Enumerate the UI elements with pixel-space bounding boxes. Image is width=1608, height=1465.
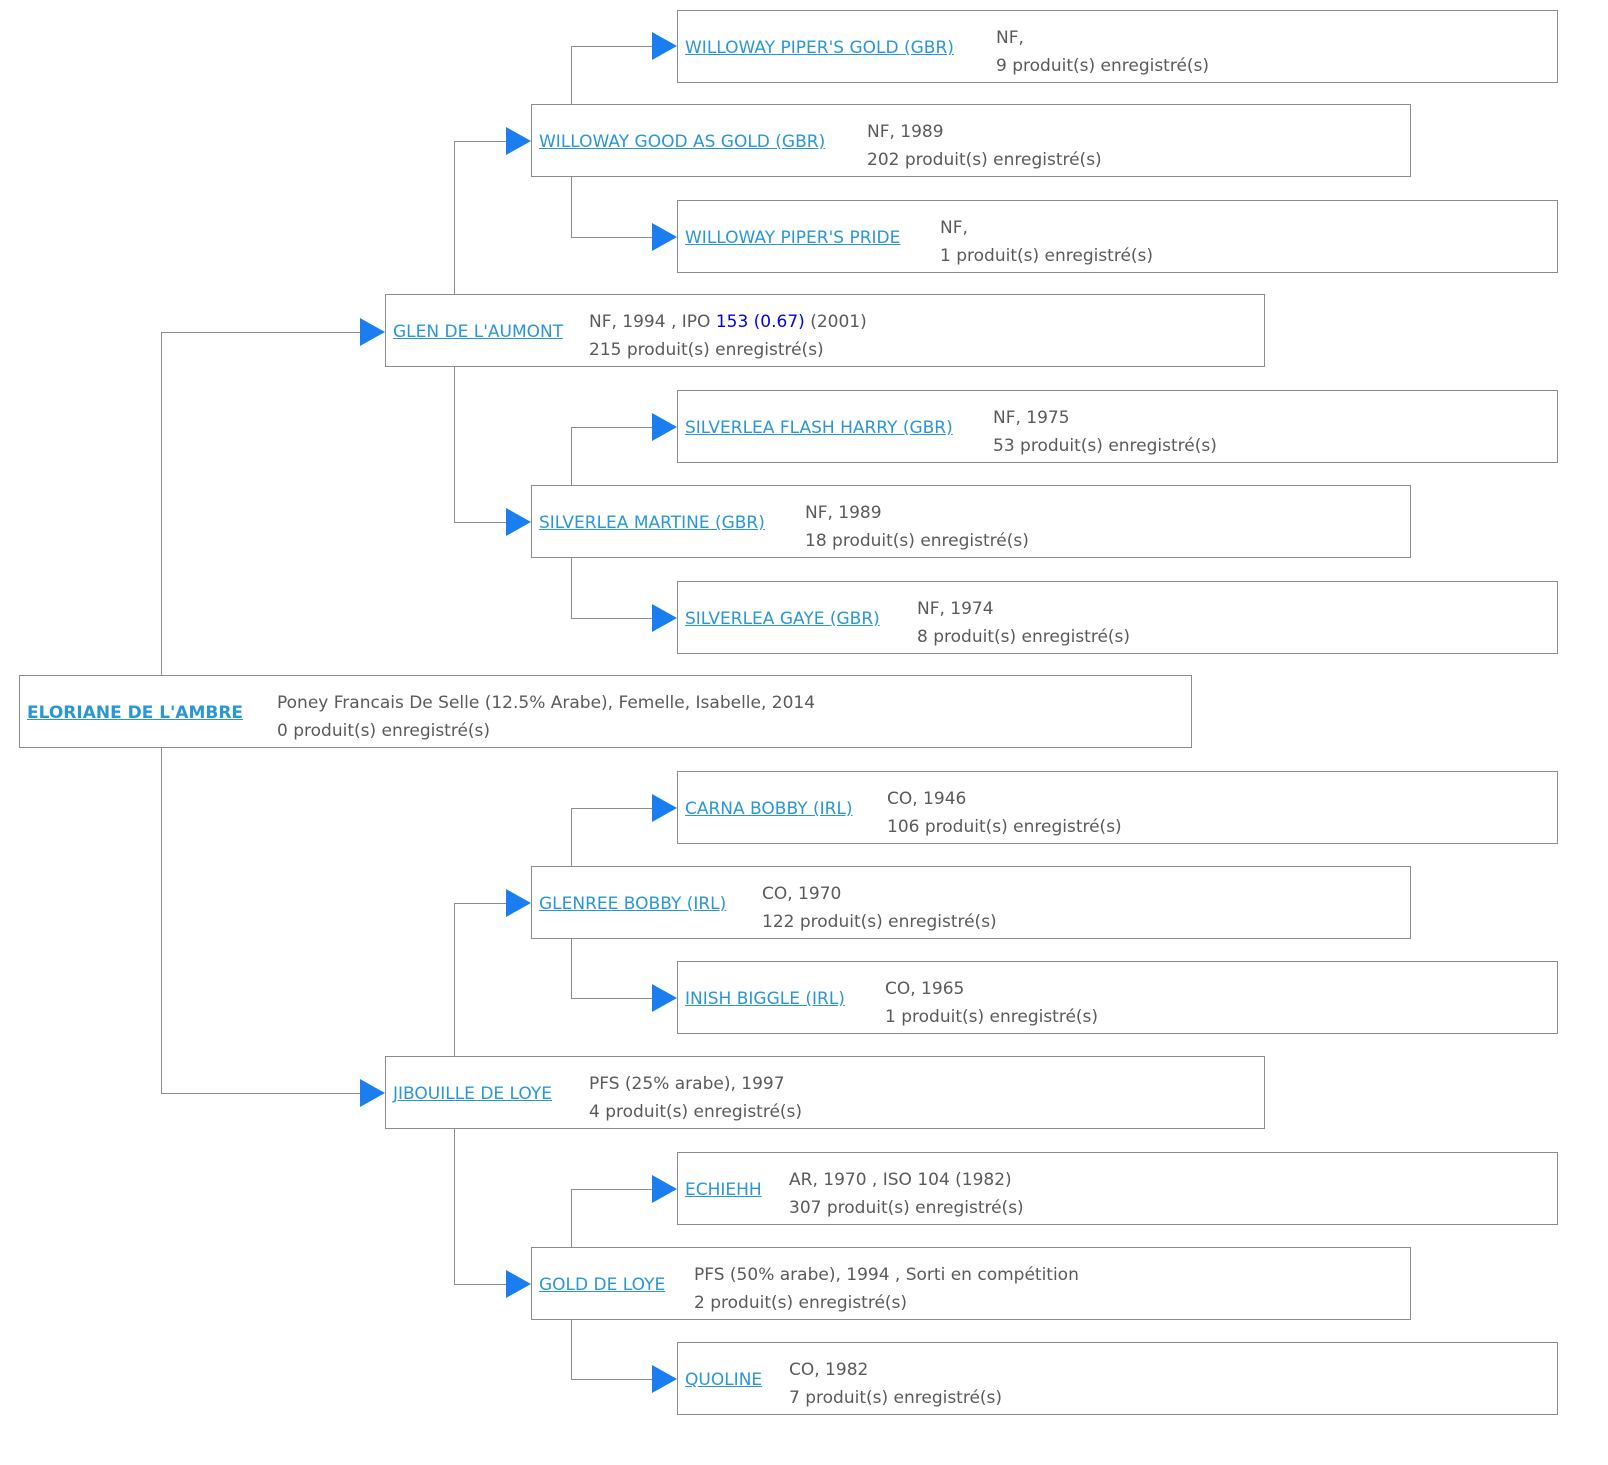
horse-link[interactable]: SILVERLEA FLASH HARRY (GBR) <box>685 418 953 438</box>
arrow-icon <box>652 604 677 632</box>
arrow-icon <box>652 223 677 251</box>
horse-info: Poney Francais De Selle (12.5% Arabe), F… <box>277 693 816 741</box>
horse-link[interactable]: GLEN DE L'AUMONT <box>393 322 564 342</box>
horse-link[interactable]: ECHIEHH <box>685 1180 762 1200</box>
horse-link[interactable]: WILLOWAY PIPER'S GOLD (GBR) <box>685 38 954 58</box>
connector-dam-sire <box>454 903 506 1056</box>
arrow-icon <box>360 1079 385 1107</box>
horse-link[interactable]: ELORIANE DE L'AMBRE <box>27 703 244 723</box>
arrow-icon <box>506 889 531 917</box>
connector-dam-dam <box>454 1129 506 1285</box>
horse-link[interactable]: GOLD DE LOYE <box>539 1275 666 1295</box>
connector-gs3-dam <box>571 939 652 999</box>
arrow-icon <box>652 794 677 822</box>
horse-link[interactable]: SILVERLEA MARTINE (GBR) <box>539 513 765 533</box>
horse-info: CO, 1946 106 produit(s) enregistré(s) <box>887 789 1122 837</box>
horse-info: NF, 1994 , IPO 153 (0.67) (2001) 215 pro… <box>589 312 867 360</box>
pedigree-box-sire-dam: SILVERLEA MARTINE (GBR) NF, 1989 18 prod… <box>531 485 1411 558</box>
arrow-icon <box>360 318 385 346</box>
pedigree-box-sire-sire: WILLOWAY GOOD AS GOLD (GBR) NF, 1989 202… <box>531 104 1411 177</box>
horse-link[interactable]: WILLOWAY GOOD AS GOLD (GBR) <box>539 132 826 152</box>
connector-gs4-dam <box>571 1320 652 1380</box>
connector-gs1-dam <box>571 177 652 238</box>
horse-info: NF, 1 produit(s) enregistré(s) <box>940 218 1154 266</box>
arrow-icon <box>652 413 677 441</box>
pedigree-box-dam-sire: GLENREE BOBBY (IRL) CO, 1970 122 produit… <box>531 866 1411 939</box>
pedigree-box-dam: JIBOUILLE DE LOYE PFS (25% arabe), 1997 … <box>385 1056 1265 1129</box>
pedigree-box-dam-sire-dam: INISH BIGGLE (IRL) CO, 1965 1 produit(s)… <box>677 961 1558 1034</box>
horse-info: NF, 1975 53 produit(s) enregistré(s) <box>993 408 1217 456</box>
ipo-value: 153 (0.67) <box>715 312 805 332</box>
connector-gs2-dam <box>571 558 652 619</box>
horse-info: NF, 1989 18 produit(s) enregistré(s) <box>805 503 1029 551</box>
arrow-icon <box>506 1270 531 1298</box>
pedigree-box-sire-dam-dam: SILVERLEA GAYE (GBR) NF, 1974 8 produit(… <box>677 581 1558 654</box>
horse-link[interactable]: JIBOUILLE DE LOYE <box>393 1084 552 1104</box>
pedigree-box-sire-dam-sire: SILVERLEA FLASH HARRY (GBR) NF, 1975 53 … <box>677 390 1558 463</box>
arrow-icon <box>506 508 531 536</box>
connector-gs3-sire <box>571 808 652 866</box>
arrow-icon <box>652 1175 677 1203</box>
connector-gs4-sire <box>571 1189 652 1247</box>
connector-root-dam <box>161 748 360 1094</box>
pedigree-box-dam-sire-sire: CARNA BOBBY (IRL) CO, 1946 106 produit(s… <box>677 771 1558 844</box>
horse-info: PFS (25% arabe), 1997 4 produit(s) enreg… <box>589 1074 803 1122</box>
pedigree-box-dam-dam: GOLD DE LOYE PFS (50% arabe), 1994 , Sor… <box>531 1247 1411 1320</box>
horse-info: PFS (50% arabe), 1994 , Sorti en compéti… <box>694 1265 1079 1313</box>
connector-sire-dam <box>454 367 506 523</box>
horse-link[interactable]: WILLOWAY PIPER'S PRIDE <box>685 228 901 248</box>
connector-sire-sire <box>454 141 506 294</box>
horse-link[interactable]: INISH BIGGLE (IRL) <box>685 989 845 1009</box>
pedigree-box-sire: GLEN DE L'AUMONT NF, 1994 , IPO 153 (0.6… <box>385 294 1265 367</box>
pedigree-box-root: ELORIANE DE L'AMBRE Poney Francais De Se… <box>19 675 1192 748</box>
arrow-icon <box>652 32 677 60</box>
horse-link[interactable]: QUOLINE <box>685 1370 763 1390</box>
pedigree-box-dam-dam-sire: ECHIEHH AR, 1970 , ISO 104 (1982) 307 pr… <box>677 1152 1558 1225</box>
horse-link[interactable]: SILVERLEA GAYE (GBR) <box>685 609 880 629</box>
arrow-icon <box>652 984 677 1012</box>
horse-info: AR, 1970 , ISO 104 (1982) 307 produit(s)… <box>789 1170 1024 1218</box>
horse-info: NF, 1974 8 produit(s) enregistré(s) <box>917 599 1131 647</box>
pedigree-box-sire-sire-sire: WILLOWAY PIPER'S GOLD (GBR) NF, 9 produi… <box>677 10 1558 83</box>
connector-gs1-sire <box>571 46 652 104</box>
arrow-icon <box>506 127 531 155</box>
horse-info: CO, 1965 1 produit(s) enregistré(s) <box>885 979 1099 1027</box>
pedigree-box-dam-dam-dam: QUOLINE CO, 1982 7 produit(s) enregistré… <box>677 1342 1558 1415</box>
horse-link[interactable]: GLENREE BOBBY (IRL) <box>539 894 727 914</box>
horse-info: CO, 1982 7 produit(s) enregistré(s) <box>789 1360 1003 1408</box>
arrow-icon <box>652 1365 677 1393</box>
horse-info: NF, 9 produit(s) enregistré(s) <box>996 28 1210 76</box>
horse-info: CO, 1970 122 produit(s) enregistré(s) <box>762 884 997 932</box>
horse-link[interactable]: CARNA BOBBY (IRL) <box>685 799 853 819</box>
pedigree-box-sire-sire-dam: WILLOWAY PIPER'S PRIDE NF, 1 produit(s) … <box>677 200 1558 273</box>
horse-info: NF, 1989 202 produit(s) enregistré(s) <box>867 122 1102 170</box>
connector-gs2-sire <box>571 427 652 485</box>
connector-root-sire <box>161 332 360 675</box>
